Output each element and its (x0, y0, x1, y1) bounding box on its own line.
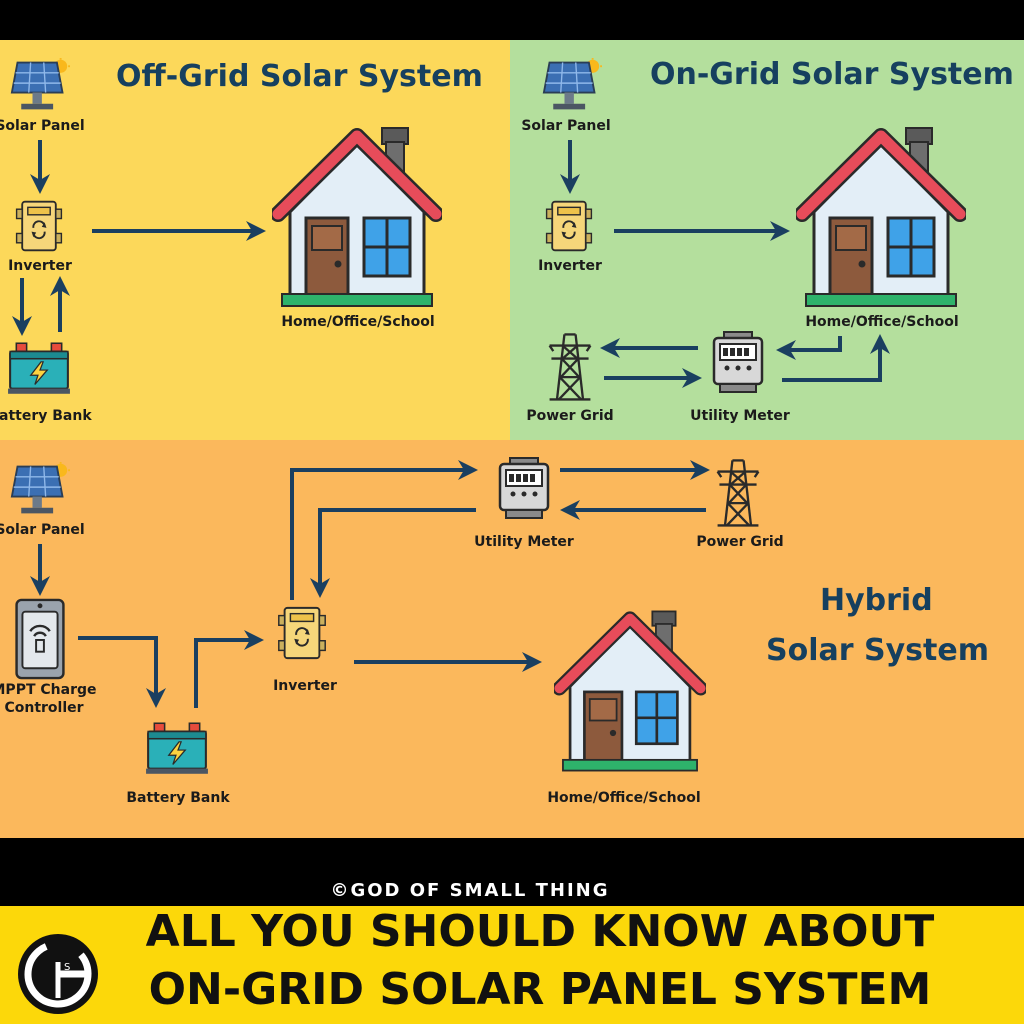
ongrid-panel: On-Grid Solar System Solar Panel Inverte… (510, 40, 1024, 440)
hybrid-home-label: Home/Office/School (547, 790, 701, 806)
hybrid-inverter-label: Inverter (273, 678, 337, 694)
headline-banner: ALL YOU SHOULD KNOW ABOUT ON-GRID SOLAR … (0, 906, 1024, 1024)
hybrid-title-line1: Hybrid (820, 583, 933, 618)
hybrid-flow-arrows (30, 460, 710, 708)
ongrid-home-label: Home/Office/School (805, 314, 959, 330)
hybrid-power-grid-label: Power Grid (696, 534, 784, 550)
hybrid-meter-label: Utility Meter (474, 534, 574, 550)
hybrid-title-line2: Solar System (766, 633, 989, 668)
ongrid-title: On-Grid Solar System (650, 57, 1014, 92)
gst-logo-icon: S (18, 934, 98, 1014)
offgrid-panel: Off-Grid Solar System Solar Panel Invert… (0, 40, 510, 440)
ongrid-flow-arrows (560, 140, 890, 388)
copyright-text: ©GOD OF SMALL THING (330, 880, 610, 901)
hybrid-mppt-line1: MPPT Charge (0, 682, 97, 698)
offgrid-battery-label: Battery Bank (0, 408, 92, 424)
ongrid-inverter-label: Inverter (538, 258, 602, 274)
offgrid-flow-arrows (12, 140, 266, 336)
headline-line1: ALL YOU SHOULD KNOW ABOUT (145, 906, 935, 957)
offgrid-home-label: Home/Office/School (281, 314, 435, 330)
hybrid-mppt-line2: Controller (4, 699, 84, 716)
hybrid-panel: Hybrid Solar System Solar Panel MPPT Cha… (0, 440, 1024, 838)
offgrid-title: Off-Grid Solar System (116, 59, 483, 94)
offgrid-inverter-label: Inverter (8, 258, 72, 274)
offgrid-solar-panel-label: Solar Panel (0, 118, 85, 134)
hybrid-solar-panel-label: Solar Panel (0, 522, 85, 538)
ongrid-solar-panel-label: Solar Panel (521, 118, 611, 134)
headline-line2: ON-GRID SOLAR PANEL SYSTEM (148, 964, 932, 1015)
hybrid-battery-label: Battery Bank (126, 790, 230, 806)
ongrid-meter-label: Utility Meter (690, 408, 790, 424)
svg-text:S: S (64, 962, 70, 973)
ongrid-power-grid-label: Power Grid (526, 408, 614, 424)
